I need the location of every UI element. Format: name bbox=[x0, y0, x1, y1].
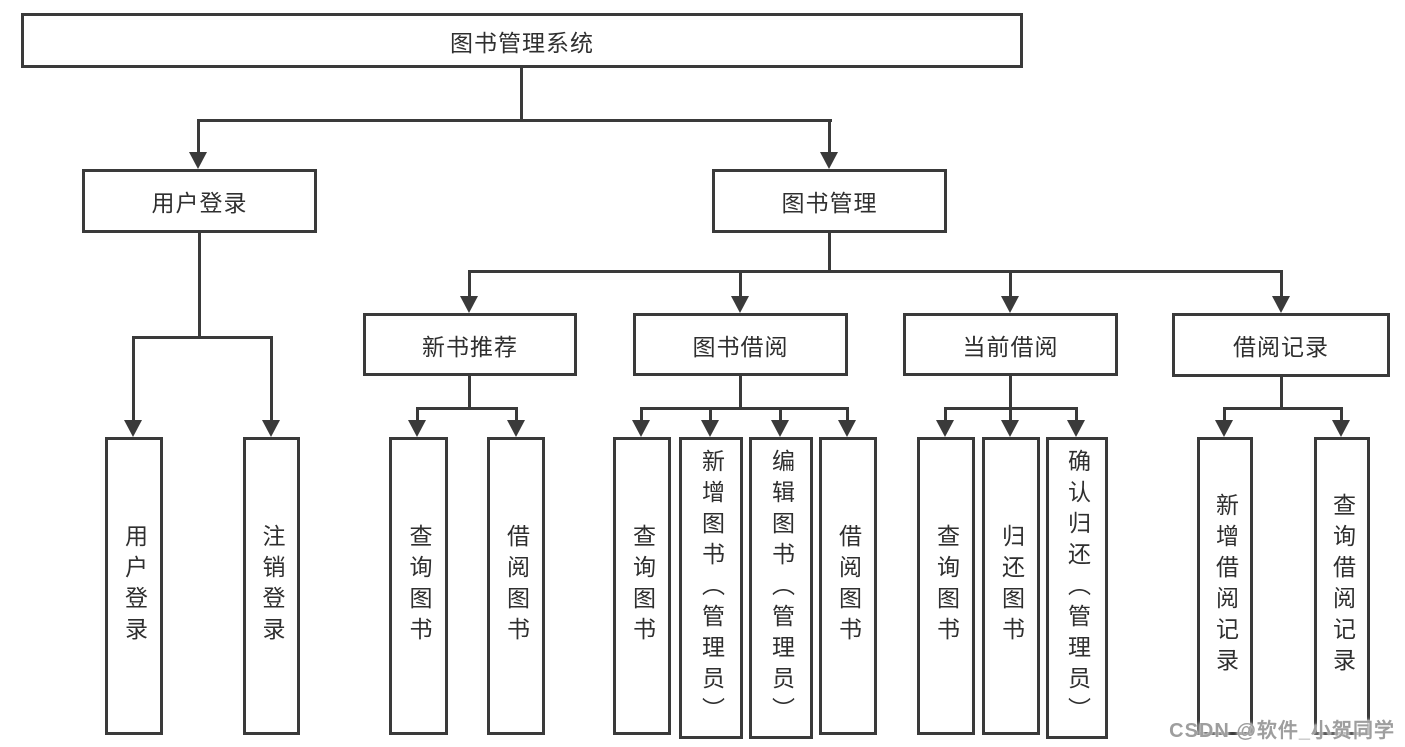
edge-arrow-new-book bbox=[460, 270, 478, 313]
leaf-borrow-book-label: 借阅图书 bbox=[835, 524, 862, 648]
edge-arrow-cur-return bbox=[1001, 407, 1019, 437]
edge-current-stem bbox=[1009, 376, 1012, 410]
node-user-login: 用户登录 bbox=[82, 169, 317, 233]
edge-arrow-newbook-query bbox=[408, 407, 426, 437]
edge-root-stem bbox=[520, 67, 523, 120]
edge-user-branch bbox=[133, 336, 273, 339]
node-book-management: 图书管理 bbox=[712, 169, 947, 233]
edge-bookborrow-branch bbox=[641, 407, 849, 410]
node-new-book-recommend: 新书推荐 bbox=[363, 313, 577, 376]
leaf-user-login-label: 用户登录 bbox=[121, 524, 148, 648]
leaf-current-confirm-admin-label: 确认归还（管理员） bbox=[1064, 448, 1091, 728]
node-user-login-label: 用户登录 bbox=[151, 190, 248, 216]
edge-root-branch bbox=[198, 119, 832, 122]
edge-arrow-current-borrow bbox=[1001, 270, 1019, 313]
edge-record-branch bbox=[1223, 407, 1343, 410]
edge-bookborrow-stem bbox=[739, 376, 742, 410]
leaf-newbook-borrow-label: 借阅图书 bbox=[503, 524, 530, 648]
leaf-borrow-edit-admin: 编辑图书（管理员） bbox=[749, 437, 813, 739]
edge-mgmt-stem bbox=[828, 233, 831, 273]
edge-arrow-book-borrow bbox=[731, 270, 749, 313]
node-root-label: 图书管理系统 bbox=[450, 29, 594, 56]
edge-arrow-book-management bbox=[820, 119, 838, 169]
leaf-record-add: 新增借阅记录 bbox=[1197, 437, 1253, 735]
leaf-record-query: 查询借阅记录 bbox=[1314, 437, 1370, 735]
edge-arrow-leaf-logout bbox=[262, 336, 280, 437]
edge-arrow-rec-add bbox=[1215, 407, 1233, 437]
edge-record-stem bbox=[1280, 377, 1283, 410]
edge-arrow-rec-query bbox=[1332, 407, 1350, 437]
leaf-borrow-add-admin-label: 新增图书（管理员） bbox=[698, 448, 725, 728]
leaf-logout: 注销登录 bbox=[243, 437, 300, 735]
edge-mgmt-branch bbox=[469, 270, 1283, 273]
node-borrow-record: 借阅记录 bbox=[1172, 313, 1390, 377]
edge-arrow-borrow-record bbox=[1272, 270, 1290, 313]
edge-arrow-cur-query bbox=[936, 407, 954, 437]
leaf-record-query-label: 查询借阅记录 bbox=[1329, 493, 1356, 679]
node-current-borrow: 当前借阅 bbox=[903, 313, 1118, 376]
leaf-borrow-query: 查询图书 bbox=[613, 437, 671, 735]
edge-arrow-bb-add bbox=[701, 407, 719, 437]
edge-newbook-branch bbox=[417, 407, 518, 410]
edge-arrow-leaf-user-login bbox=[124, 336, 142, 437]
edge-arrow-bb-borrow bbox=[838, 407, 856, 437]
leaf-logout-label: 注销登录 bbox=[259, 524, 285, 648]
edge-newbook-stem bbox=[468, 376, 471, 410]
leaf-newbook-query-label: 查询图书 bbox=[406, 524, 432, 648]
leaf-current-return: 归还图书 bbox=[982, 437, 1040, 735]
node-new-book-recommend-label: 新书推荐 bbox=[422, 333, 518, 360]
leaf-current-query-label: 查询图书 bbox=[933, 524, 960, 648]
leaf-current-return-label: 归还图书 bbox=[998, 524, 1025, 648]
leaf-user-login: 用户登录 bbox=[105, 437, 163, 735]
leaf-borrow-edit-admin-label: 编辑图书（管理员） bbox=[768, 448, 795, 728]
edge-arrow-bb-query bbox=[632, 407, 650, 437]
leaf-newbook-query: 查询图书 bbox=[389, 437, 448, 735]
leaf-borrow-add-admin: 新增图书（管理员） bbox=[679, 437, 743, 739]
node-current-borrow-label: 当前借阅 bbox=[962, 333, 1059, 360]
node-book-borrow-label: 图书借阅 bbox=[692, 333, 789, 360]
node-book-management-label: 图书管理 bbox=[781, 190, 878, 216]
leaf-record-add-label: 新增借阅记录 bbox=[1212, 493, 1239, 679]
node-borrow-record-label: 借阅记录 bbox=[1233, 334, 1329, 360]
leaf-current-query: 查询图书 bbox=[917, 437, 975, 735]
edge-arrow-user-login bbox=[189, 119, 207, 169]
leaf-borrow-query-label: 查询图书 bbox=[629, 524, 656, 648]
node-root: 图书管理系统 bbox=[21, 13, 1023, 68]
edge-user-stem bbox=[198, 232, 201, 338]
node-book-borrow: 图书借阅 bbox=[633, 313, 848, 376]
watermark: CSDN @软件_小贺同学 bbox=[1169, 720, 1395, 742]
leaf-newbook-borrow: 借阅图书 bbox=[487, 437, 545, 735]
edge-arrow-newbook-borrow bbox=[507, 407, 525, 437]
leaf-current-confirm-admin: 确认归还（管理员） bbox=[1046, 437, 1108, 739]
edge-arrow-cur-confirm bbox=[1067, 407, 1085, 437]
leaf-borrow-book: 借阅图书 bbox=[819, 437, 877, 735]
edge-arrow-bb-edit bbox=[771, 407, 789, 437]
